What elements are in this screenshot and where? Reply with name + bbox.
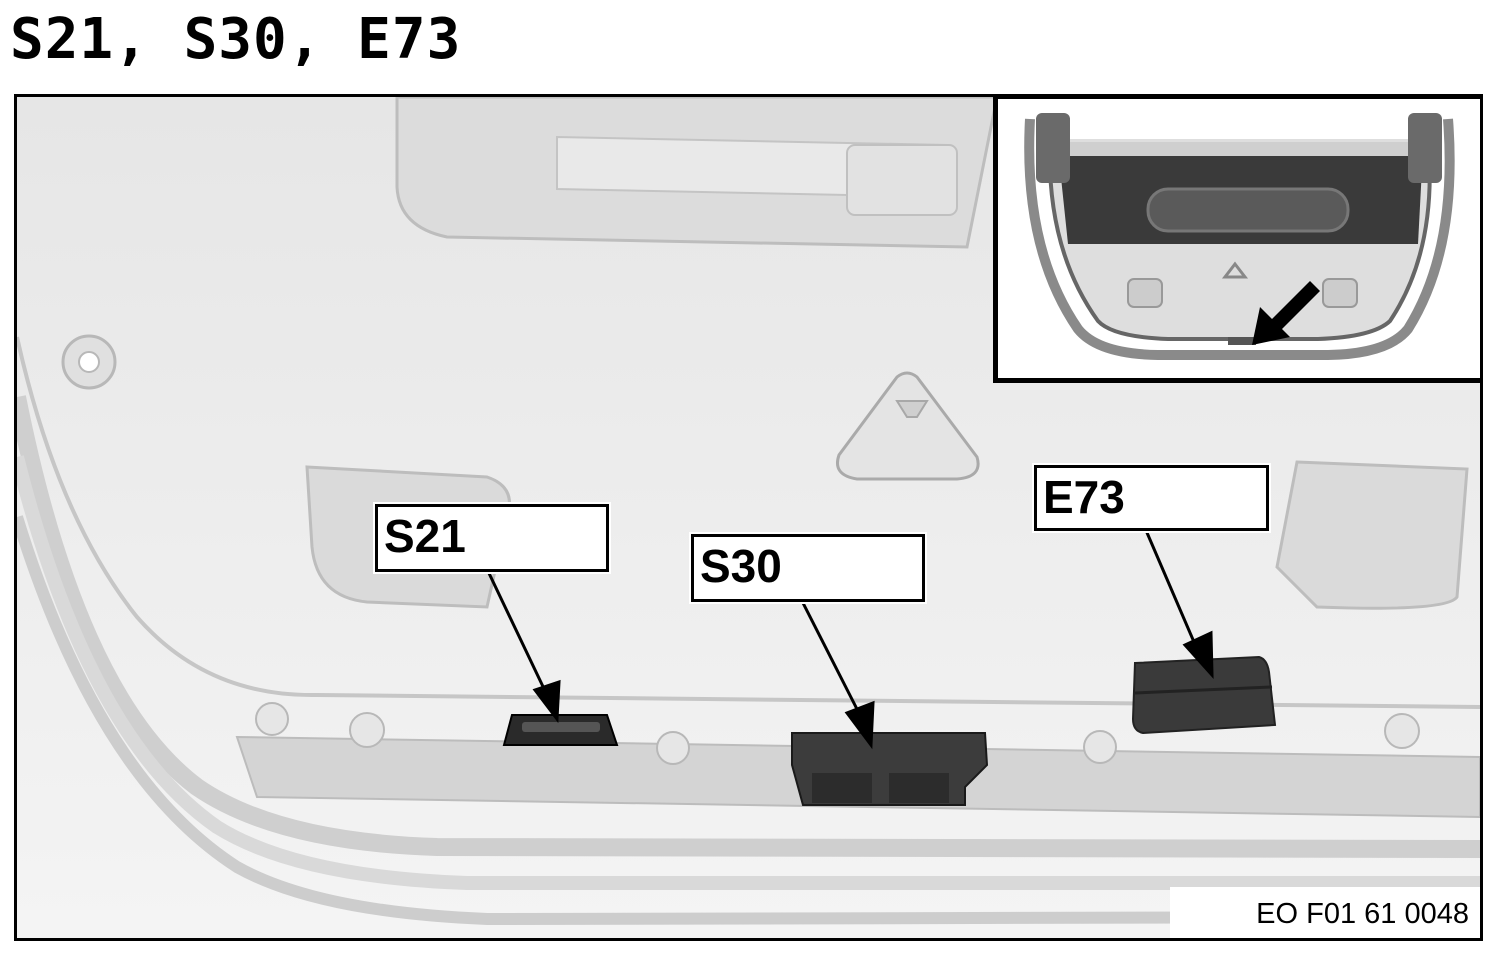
inset-hinge-left: [1036, 113, 1070, 183]
pull-handle: [836, 371, 980, 481]
clip-5: [1083, 730, 1117, 764]
frame-band-2: [17, 455, 1480, 890]
inset-target: [1228, 337, 1256, 345]
clip-3: [349, 712, 385, 748]
callout-s21: S21: [373, 502, 611, 574]
inset-recess-left: [1127, 278, 1163, 308]
callout-e73: E73: [1032, 463, 1271, 533]
leader-e73: [1143, 527, 1214, 680]
s21-switch: [502, 714, 619, 746]
clip-1-center: [78, 351, 100, 373]
callout-s30: S30: [689, 532, 927, 604]
right-recess: [1275, 460, 1469, 610]
s30-switch: [791, 732, 989, 806]
inset-hinge-right: [1408, 113, 1442, 183]
upper-block: [846, 144, 958, 216]
inset-overview: [993, 97, 1480, 383]
clip-4: [656, 731, 690, 765]
callout-s21-label: S21: [384, 510, 466, 562]
clip-2: [255, 702, 289, 736]
inset-handle: [1146, 187, 1350, 233]
callout-e73-label: E73: [1043, 471, 1125, 523]
inset-arrow: [1252, 281, 1320, 345]
reference-code: EO F01 61 0048: [1170, 887, 1480, 938]
tailgate-diagram: S21 S30 E73 EO F01 61 0048: [14, 94, 1483, 941]
inset-illustration: [998, 99, 1480, 378]
page-title: S21, S30, E73: [10, 7, 462, 72]
inset-pull-icon: [1221, 261, 1249, 279]
pull-handle-icon: [895, 400, 929, 418]
trim-outline: [17, 336, 1480, 709]
callout-s30-label: S30: [700, 540, 782, 592]
leader-s21: [485, 568, 561, 724]
frame-band-1: [17, 395, 1480, 858]
clip-6: [1384, 713, 1420, 749]
e73-lamp: [1131, 655, 1277, 735]
leader-s30: [799, 598, 875, 750]
inset-recess-right: [1322, 278, 1358, 308]
frame-band-3: [17, 515, 1480, 926]
inset-frame-outer: [1024, 118, 1455, 360]
